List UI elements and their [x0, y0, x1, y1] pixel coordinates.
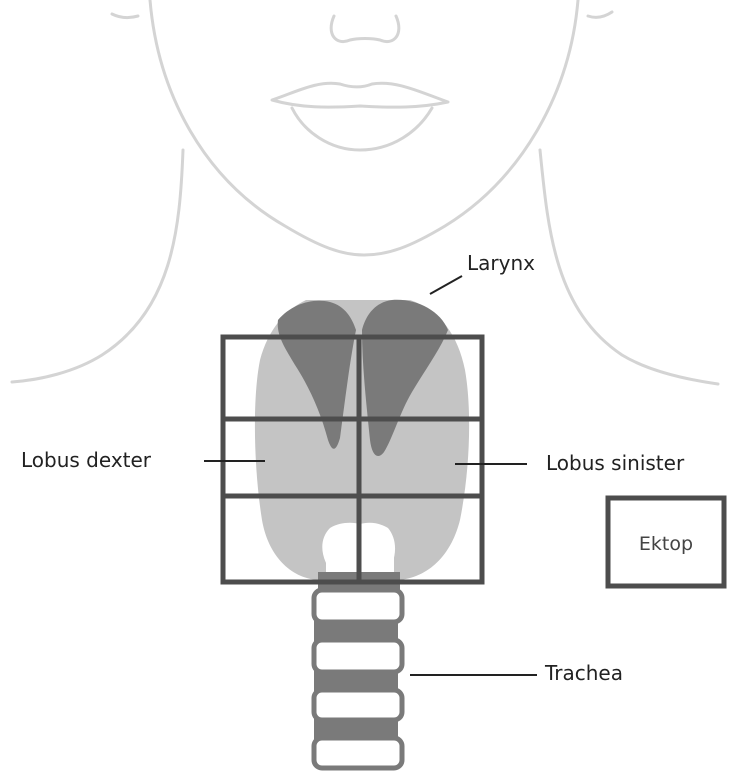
nose-outline	[331, 16, 399, 42]
left-ear-hint	[112, 14, 138, 18]
ektop-label: Ektop	[639, 533, 693, 555]
thyroid-gland	[255, 300, 469, 580]
lobus-sinister-label: Lobus sinister	[546, 451, 685, 475]
trachea	[314, 572, 402, 768]
lobus-dexter-label: Lobus dexter	[21, 448, 152, 472]
trachea-ring	[314, 590, 402, 622]
right-ear-hint	[588, 12, 612, 17]
trachea-ring	[314, 640, 402, 672]
neck-right	[540, 150, 718, 384]
larynx-label: Larynx	[467, 251, 535, 275]
ektop-box: Ektop	[608, 498, 724, 586]
upper-lip	[272, 83, 448, 107]
trachea-label: Trachea	[544, 661, 623, 685]
lower-lip	[292, 108, 432, 150]
trachea-ring	[314, 738, 402, 768]
neck-left	[12, 150, 183, 382]
larynx-leader	[430, 276, 462, 294]
trachea-ring	[314, 690, 402, 720]
